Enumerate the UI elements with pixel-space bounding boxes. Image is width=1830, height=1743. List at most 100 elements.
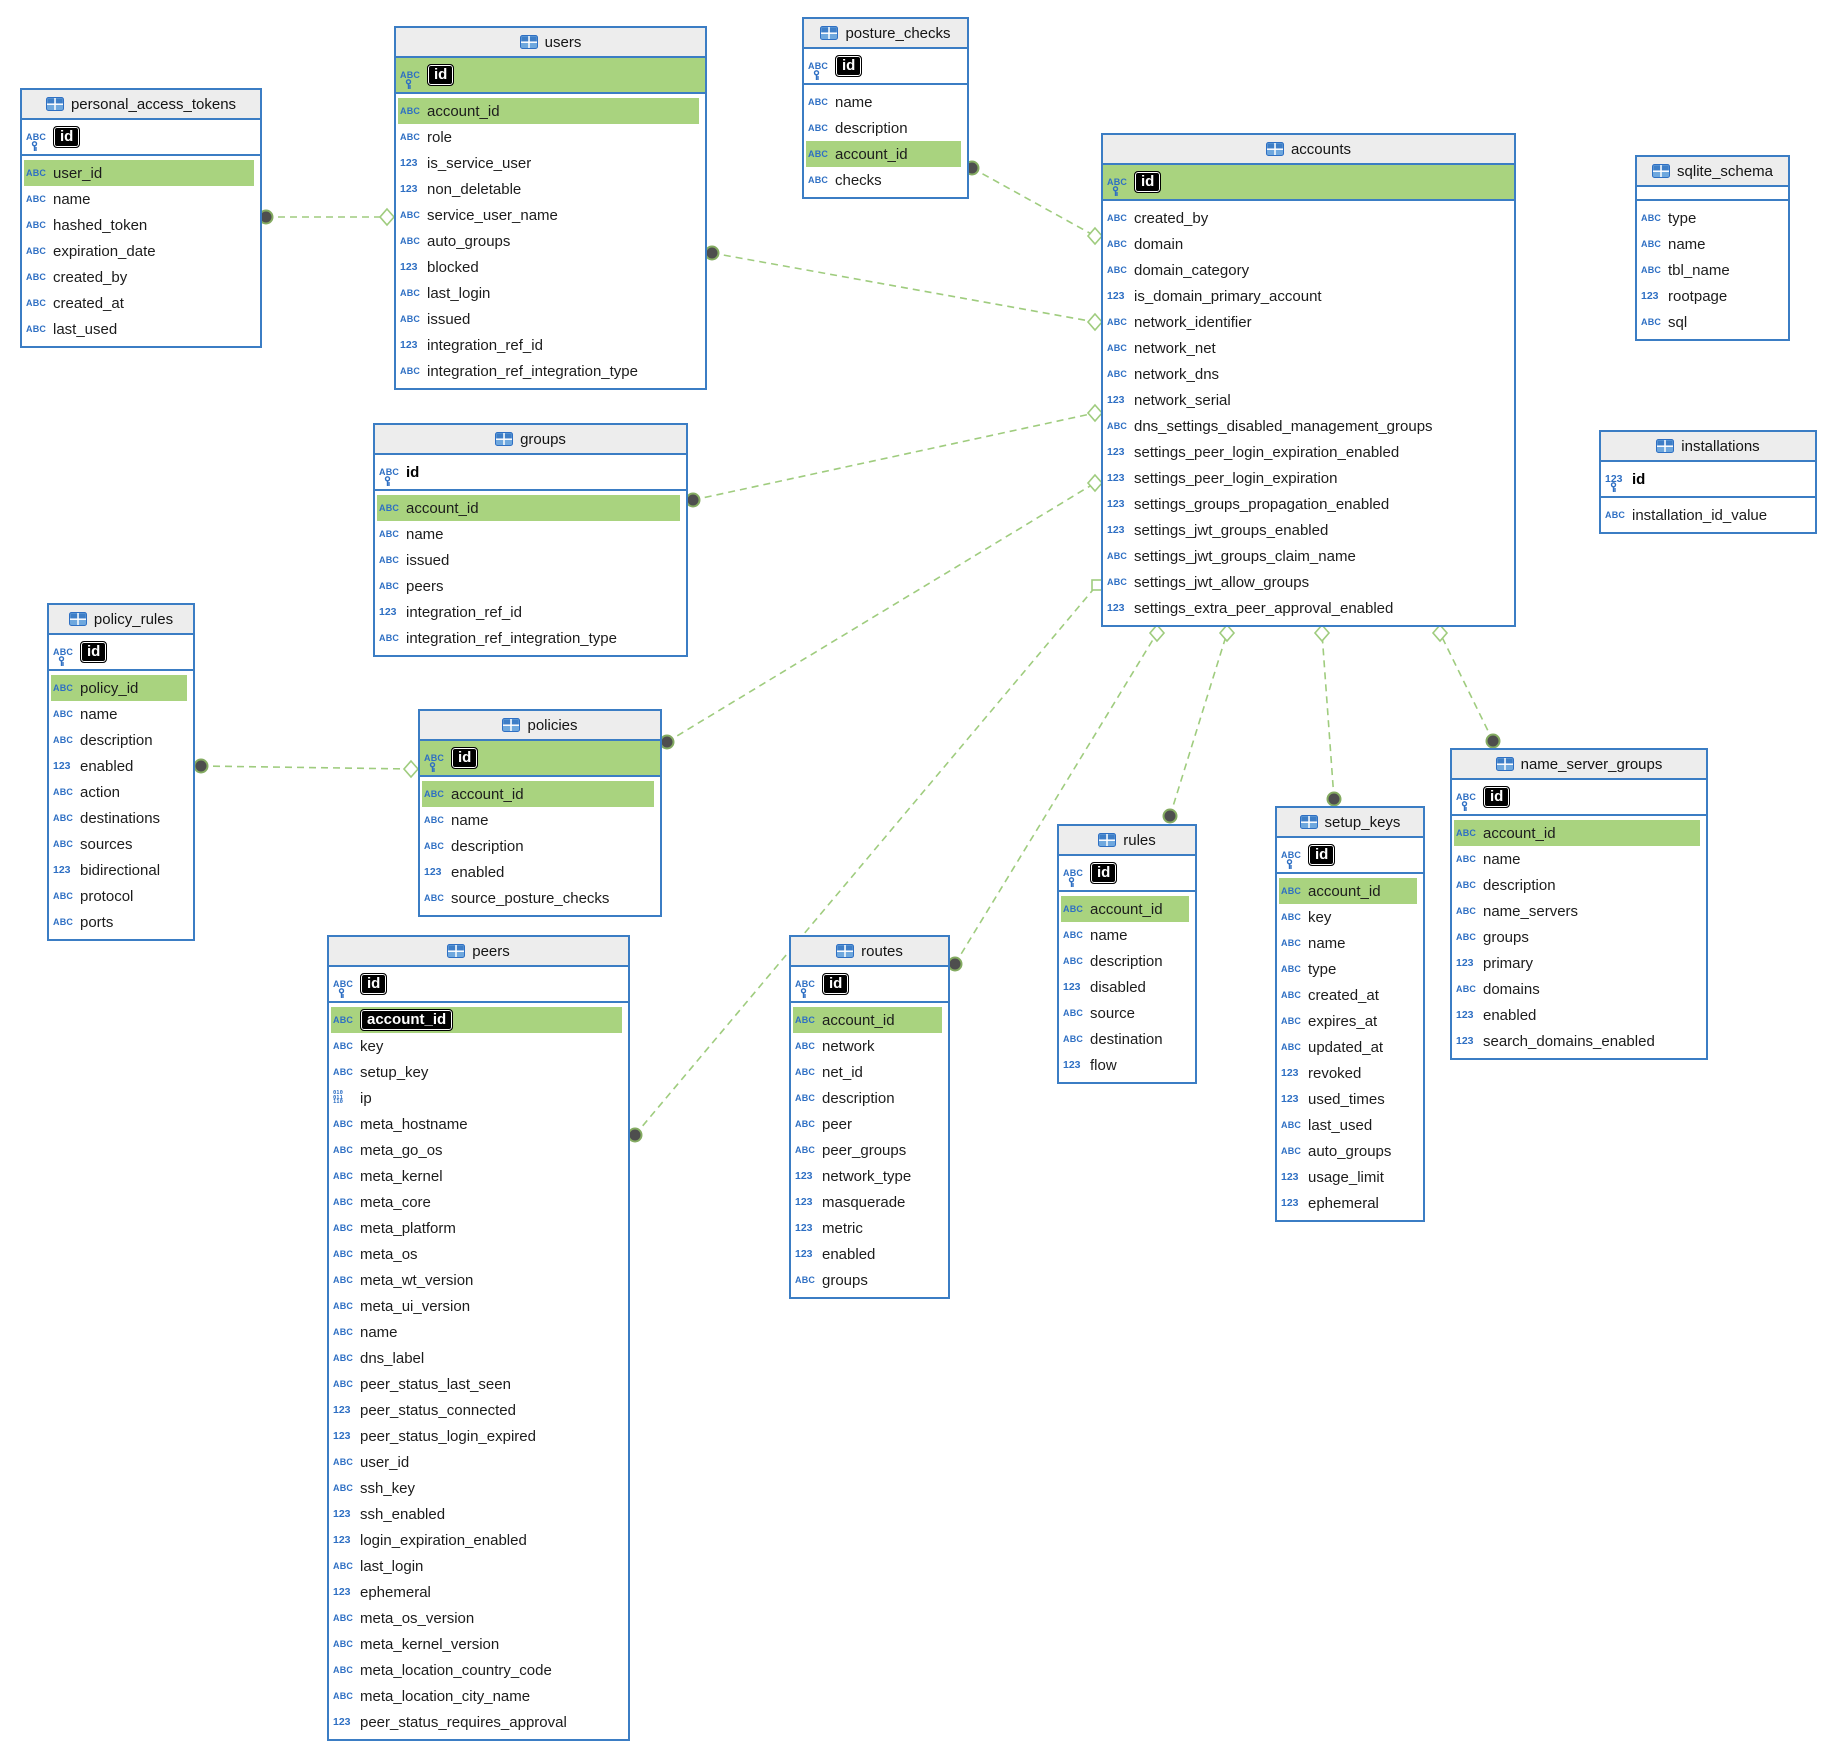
relationship-line[interactable] bbox=[692, 412, 1096, 501]
relationship-line[interactable] bbox=[954, 632, 1158, 965]
table-header[interactable]: users bbox=[396, 28, 705, 58]
table-header[interactable]: groups bbox=[375, 425, 686, 455]
relationship-line[interactable] bbox=[1169, 632, 1228, 817]
relationship-groups-to-accounts[interactable] bbox=[685, 403, 1104, 508]
table-header[interactable]: installations bbox=[1601, 432, 1815, 462]
table-header[interactable]: policy_rules bbox=[49, 605, 193, 635]
relationship-posture_checks-to-accounts[interactable] bbox=[964, 160, 1104, 246]
relationship-policy_rules-to-policies[interactable] bbox=[193, 758, 420, 779]
relationship-setup_keys-to-accounts[interactable] bbox=[1313, 623, 1342, 807]
table-header[interactable]: routes bbox=[791, 937, 948, 967]
table-header[interactable]: accounts bbox=[1103, 135, 1514, 165]
table-header[interactable]: sqlite_schema bbox=[1637, 157, 1788, 187]
table-header[interactable]: policies bbox=[420, 711, 660, 741]
relationship-line[interactable] bbox=[666, 482, 1096, 743]
